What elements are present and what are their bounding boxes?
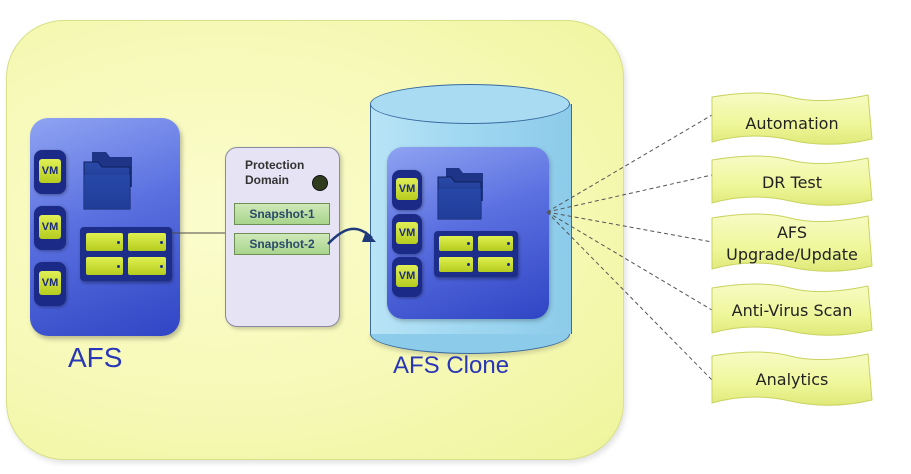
folder-icon (437, 168, 483, 220)
vm-icon: VM (34, 206, 66, 250)
vm-chip-label: VM (396, 222, 418, 244)
vm-chip-label: VM (39, 159, 61, 183)
vm-icon: VM (392, 170, 422, 210)
storage-icon (80, 227, 172, 281)
fan-lines (546, 114, 713, 381)
vm-icon: VM (392, 214, 422, 254)
vm-icon: VM (34, 262, 66, 306)
use-case-label-line2: Upgrade/Update (726, 245, 858, 264)
protection-domain-title: Protection Domain (245, 158, 304, 188)
use-case-label: AFS Upgrade/Update (712, 218, 872, 270)
snapshot-1: Snapshot-1 (234, 203, 330, 225)
use-case-anti-virus: Anti-Virus Scan (712, 288, 872, 334)
scroll-shapes (711, 92, 873, 406)
vm-chip-label: VM (396, 265, 418, 287)
vm-chip-label: VM (39, 271, 61, 295)
use-case-label-line1: AFS (776, 223, 808, 242)
use-case-dr-test: DR Test (712, 160, 872, 206)
status-dot-icon (312, 175, 328, 191)
use-case-afs-upgrade: AFS Upgrade/Update (712, 218, 872, 270)
folder-icon (83, 152, 132, 210)
vm-icon: VM (34, 150, 66, 194)
use-case-automation: Automation (712, 100, 872, 148)
vm-chip-label: VM (396, 178, 418, 200)
cylinder-top (370, 84, 570, 124)
afs-clone-label: AFS Clone (393, 352, 510, 379)
protection-domain-title-line1: Protection (245, 158, 305, 172)
storage-icon (434, 231, 518, 277)
protection-domain-title-line2: Domain (245, 173, 290, 187)
vm-icon: VM (392, 257, 422, 297)
protection-domain: Protection Domain Snapshot-1 Snapshot-2 (225, 147, 340, 327)
use-case-label: Automation (745, 114, 839, 133)
vm-chip-label: VM (39, 215, 61, 239)
afs-label: AFS (68, 342, 123, 373)
snapshot-2: Snapshot-2 (234, 233, 330, 255)
use-case-label: DR Test (761, 173, 823, 192)
clone-arrow-icon (327, 227, 376, 245)
use-case-label: Anti-Virus Scan (731, 301, 853, 320)
use-case-label: Analytics (755, 370, 829, 389)
use-case-analytics: Analytics (712, 356, 872, 404)
